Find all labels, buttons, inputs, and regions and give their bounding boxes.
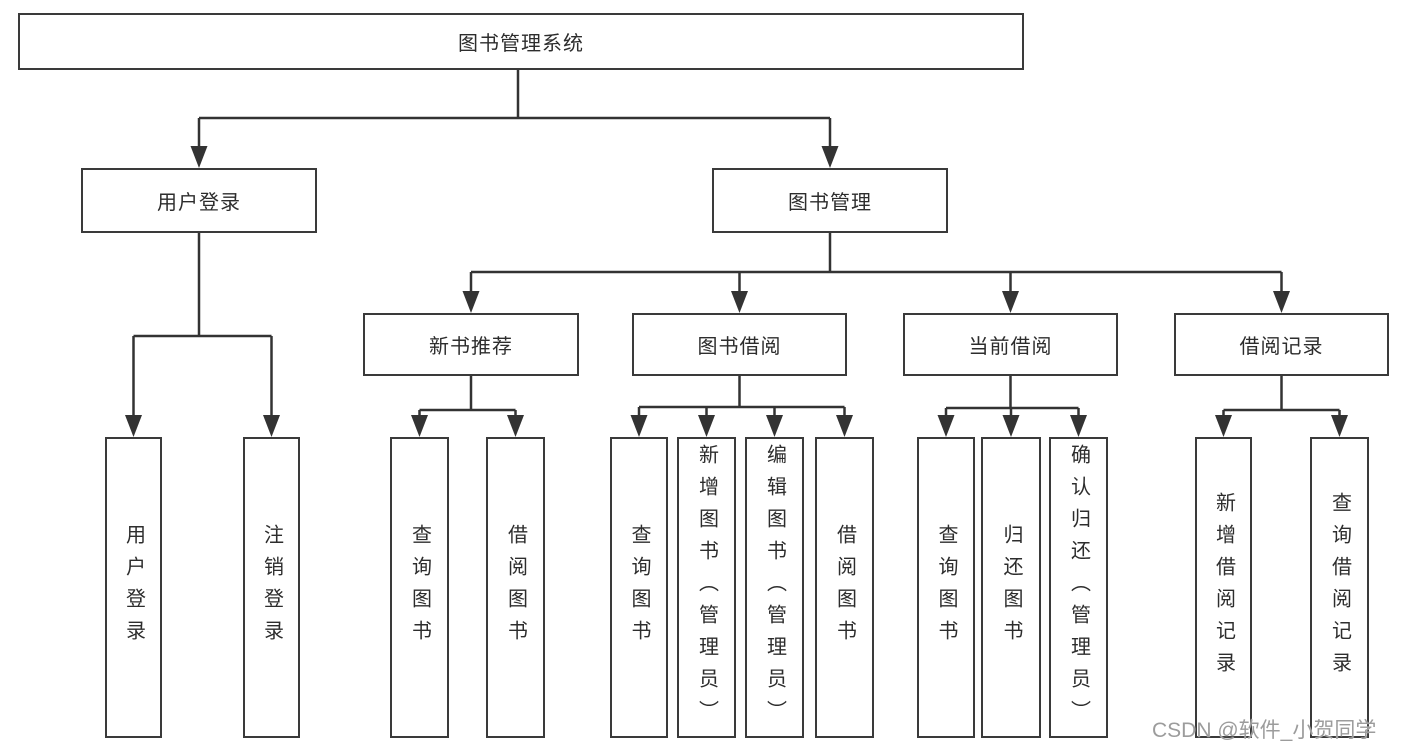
arrow-down-icon xyxy=(821,146,839,168)
node-label: 查询图书 xyxy=(628,523,650,652)
node-label: 查询图书 xyxy=(408,523,431,652)
node-label: 编辑图书（管理员） xyxy=(763,443,786,732)
edges-user-login-leaves xyxy=(125,233,280,437)
arrow-down-icon xyxy=(462,291,480,313)
edges-root-to-level2 xyxy=(190,70,839,168)
arrow-down-icon xyxy=(1002,291,1019,313)
node-book-borrow: 图书借阅 xyxy=(632,313,847,376)
arrow-down-icon xyxy=(630,415,648,437)
arrow-down-icon xyxy=(263,415,280,437)
node-label: 用户登录 xyxy=(122,523,145,652)
arrow-down-icon xyxy=(937,415,955,437)
node-label: 借阅记录 xyxy=(1239,336,1324,358)
node-new-book-recommend: 新书推荐 xyxy=(363,313,579,376)
leaf-query-borrow-record: 查询借阅记录 xyxy=(1310,437,1369,738)
edges-current-borrow-leaves xyxy=(937,376,1087,437)
arrow-down-icon xyxy=(507,415,524,437)
arrow-down-icon xyxy=(836,415,853,437)
leaf-query-books-2: 查询图书 xyxy=(610,437,668,738)
node-label: 图书借阅 xyxy=(697,336,782,358)
leaf-borrow-books-1: 借阅图书 xyxy=(486,437,545,738)
leaf-query-books-3: 查询图书 xyxy=(917,437,975,738)
leaf-return-books: 归还图书 xyxy=(981,437,1041,738)
leaf-user-login: 用户登录 xyxy=(105,437,162,738)
node-borrow-records: 借阅记录 xyxy=(1174,313,1389,376)
arrow-down-icon xyxy=(766,415,783,437)
arrow-down-icon xyxy=(190,146,208,168)
leaf-edit-books-admin: 编辑图书（管理员） xyxy=(745,437,804,738)
node-label: 新增图书（管理员） xyxy=(695,443,718,732)
edges-borrow-record-leaves xyxy=(1215,376,1348,437)
csdn-watermark: CSDN @软件_小贺同学 xyxy=(1152,719,1377,742)
leaf-logout: 注销登录 xyxy=(243,437,300,738)
leaf-confirm-return-admin: 确认归还（管理员） xyxy=(1049,437,1108,738)
node-current-borrow: 当前借阅 xyxy=(903,313,1118,376)
leaf-add-books-admin: 新增图书（管理员） xyxy=(677,437,736,738)
node-label: 注销登录 xyxy=(260,523,283,652)
node-label: 新增借阅记录 xyxy=(1212,491,1235,684)
node-book-management: 图书管理 xyxy=(712,168,948,233)
node-label: 查询图书 xyxy=(935,523,957,652)
arrow-down-icon xyxy=(1002,415,1020,437)
edges-management-to-level3 xyxy=(462,233,1290,313)
arrow-down-icon xyxy=(1273,291,1290,313)
node-label: 借阅图书 xyxy=(504,523,527,652)
leaf-add-borrow-record: 新增借阅记录 xyxy=(1195,437,1252,738)
node-label: 图书管理 xyxy=(788,192,872,214)
arrow-down-icon xyxy=(411,415,428,437)
node-label: 归还图书 xyxy=(1000,523,1022,652)
node-user-login: 用户登录 xyxy=(81,168,317,233)
edges-new-book-leaves xyxy=(411,376,524,437)
arrow-down-icon xyxy=(125,415,142,437)
node-label: 确认归还（管理员） xyxy=(1067,443,1090,732)
node-label: 借阅图书 xyxy=(833,523,856,652)
node-label: 新书推荐 xyxy=(429,336,513,358)
arrow-down-icon xyxy=(1070,415,1087,437)
edges-book-borrow-leaves xyxy=(630,376,853,437)
leaf-borrow-books-2: 借阅图书 xyxy=(815,437,874,738)
arrow-down-icon xyxy=(1331,415,1348,437)
node-label: 用户登录 xyxy=(157,192,241,214)
node-library-system: 图书管理系统 xyxy=(18,13,1024,70)
node-label: 图书管理系统 xyxy=(458,33,584,55)
arrow-down-icon xyxy=(1215,415,1232,437)
node-label: 当前借阅 xyxy=(968,336,1053,358)
arrow-down-icon xyxy=(698,415,715,437)
node-label: 查询借阅记录 xyxy=(1328,491,1351,684)
arrow-down-icon xyxy=(731,291,748,313)
leaf-query-books-1: 查询图书 xyxy=(390,437,449,738)
